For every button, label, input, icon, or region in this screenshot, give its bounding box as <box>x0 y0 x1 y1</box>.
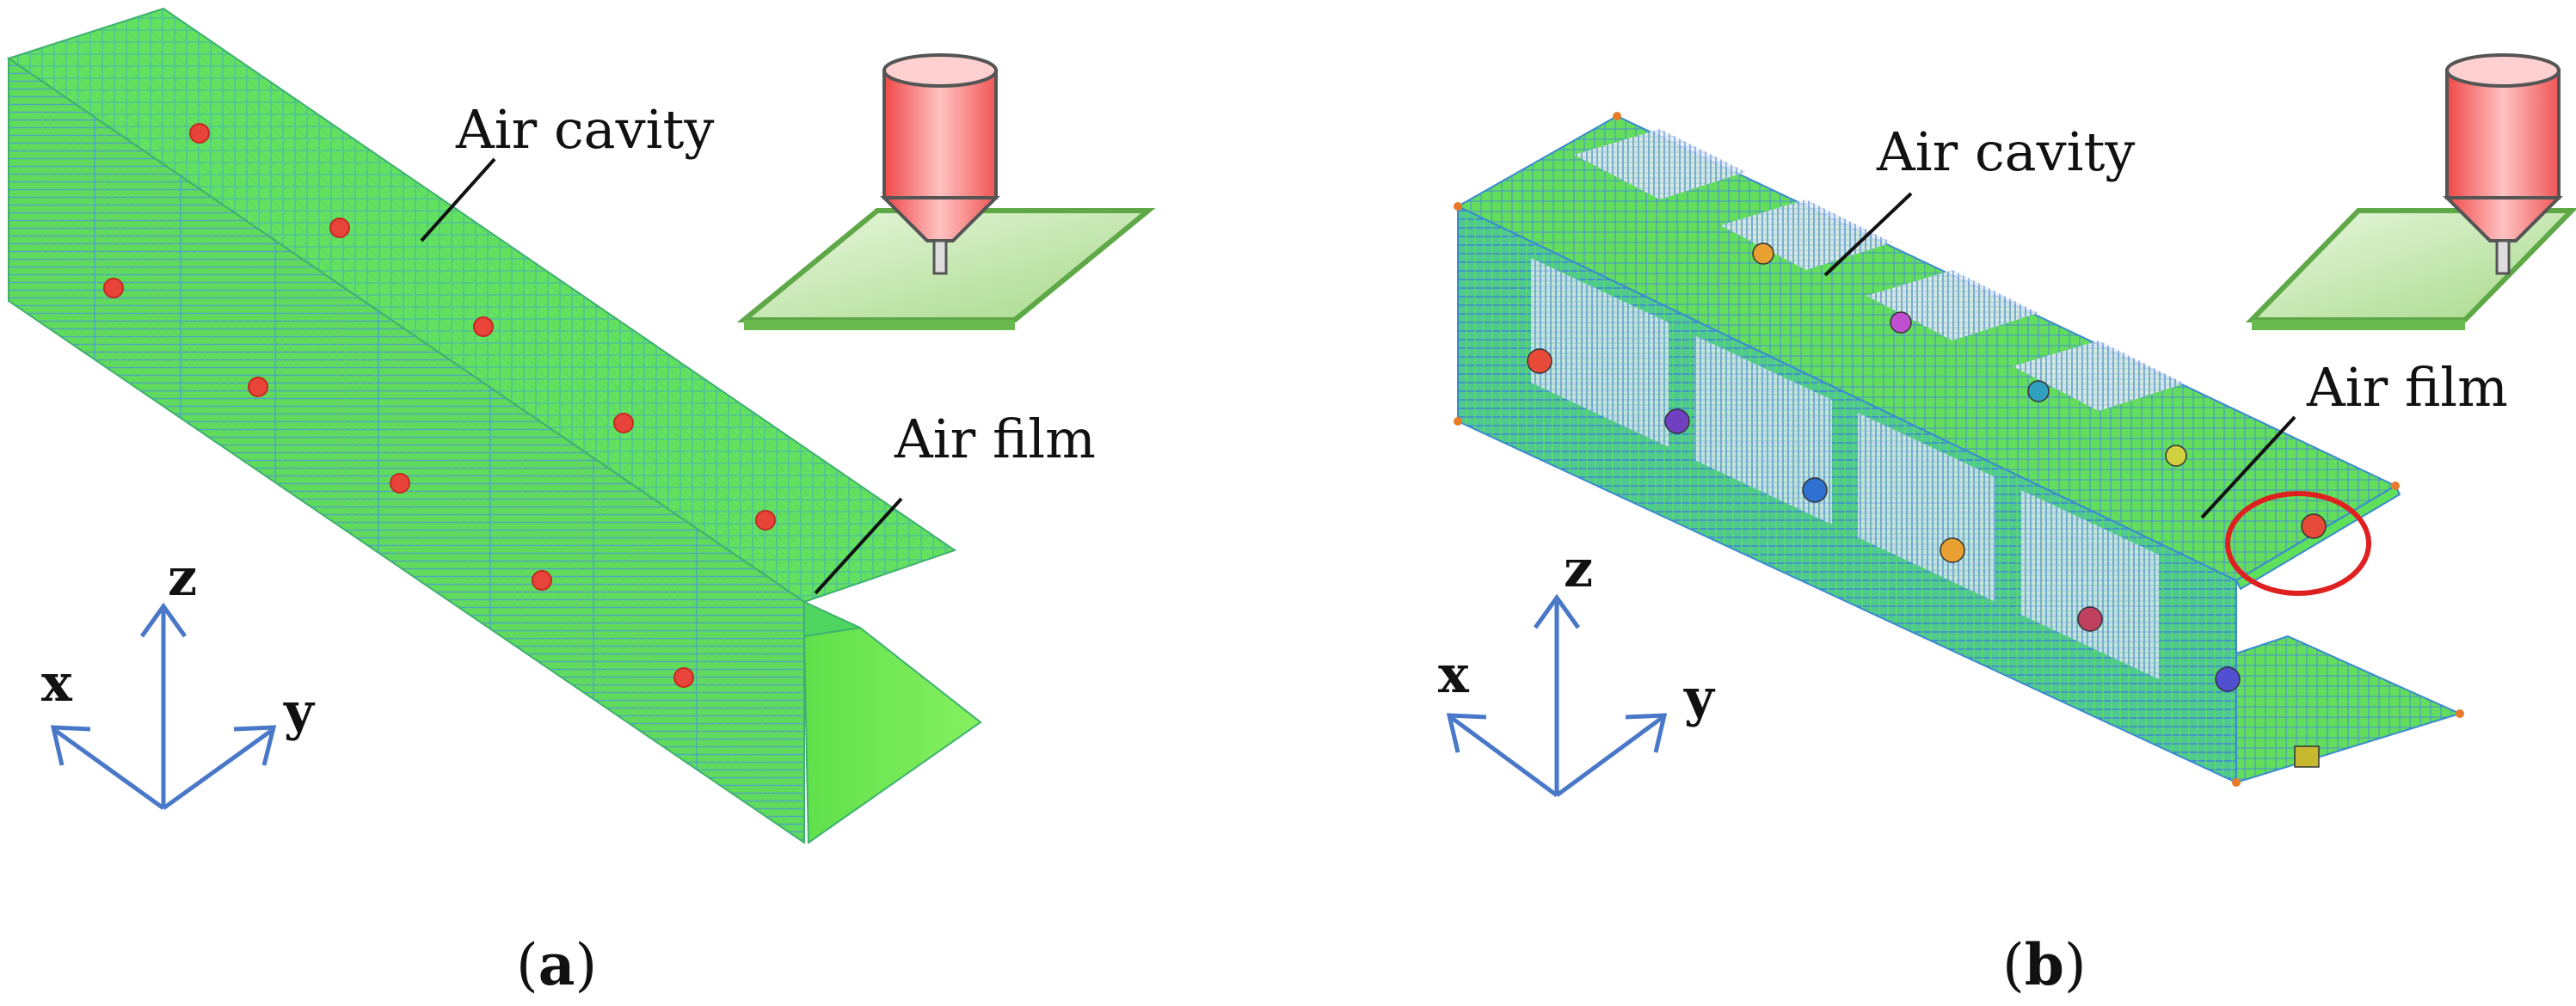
panel-a: Air cavity Air film z x y (a) <box>6 7 1156 998</box>
probe-node <box>613 413 634 433</box>
substrate-plate-edge <box>2252 320 2465 330</box>
z-axis-label-b: z <box>1564 539 1593 599</box>
probe-node <box>189 123 210 144</box>
probe-node <box>473 316 494 337</box>
probe-nodes-a <box>103 123 776 688</box>
air-cavity-label-b: Air cavity <box>1876 120 2135 183</box>
probe-node <box>248 377 268 397</box>
probe-node <box>103 278 124 298</box>
probe-node <box>1752 242 1774 265</box>
y-axis-label-b: y <box>1683 668 1716 728</box>
air-film-label-b: Air film <box>2306 356 2508 419</box>
dense-mesh-blocks-side-b <box>1531 258 2159 679</box>
probe-node <box>2294 745 2320 768</box>
leader-line-cavity-a <box>420 157 496 242</box>
mesh-model-b <box>1454 112 2464 787</box>
air-cavity-side-face-a <box>8 57 805 844</box>
leader-line-film-a <box>814 497 903 595</box>
x-axis-label-b: x <box>1438 645 1470 705</box>
nozzle-printing-schematic-a <box>736 53 1156 330</box>
probe-node <box>673 667 694 688</box>
nozzle-icon <box>2443 53 2563 275</box>
mesh-section-lines-a <box>94 117 698 770</box>
probe-node <box>2215 666 2241 692</box>
probe-node <box>1802 477 1828 503</box>
caption-a: (a) <box>516 931 597 998</box>
mesh-model-a <box>6 7 982 844</box>
probe-node <box>2077 606 2103 632</box>
leader-line-cavity-b <box>1823 192 1913 277</box>
coordinate-axes-icon <box>50 602 277 811</box>
probe-node <box>2165 445 2187 467</box>
air-film-lower-a <box>802 626 982 844</box>
probe-node <box>1664 408 1690 434</box>
substrate-plate-edge <box>744 320 1015 330</box>
probe-node <box>329 218 350 238</box>
z-axis-label-a: z <box>168 548 197 608</box>
probe-node <box>390 473 410 494</box>
probe-node <box>1527 348 1552 374</box>
probe-node <box>2027 380 2050 402</box>
probe-node <box>532 570 552 591</box>
caption-b: (b) <box>2002 931 2087 998</box>
air-film-lower-b <box>2235 635 2462 784</box>
probe-node <box>755 510 776 531</box>
probe-nodes-b <box>1527 242 2327 768</box>
nozzle-icon <box>880 53 1000 275</box>
highlight-circle <box>2225 491 2371 596</box>
x-axis-label-a: x <box>41 653 73 714</box>
leader-line-film-b <box>2200 415 2296 519</box>
y-axis-label-a: y <box>283 682 316 742</box>
air-cavity-label-a: Air cavity <box>455 98 714 161</box>
coordinate-axes-icon <box>1446 593 1668 798</box>
nozzle-printing-schematic-b <box>2245 53 2576 330</box>
probe-node <box>1890 311 1912 334</box>
probe-node <box>1940 537 1965 563</box>
panel-b: Air cavity Air film z x y (b) <box>1438 53 2576 998</box>
air-film-label-a: Air film <box>894 408 1096 470</box>
mesh-vertices-b <box>1454 112 2464 787</box>
probe-node <box>2301 513 2327 539</box>
